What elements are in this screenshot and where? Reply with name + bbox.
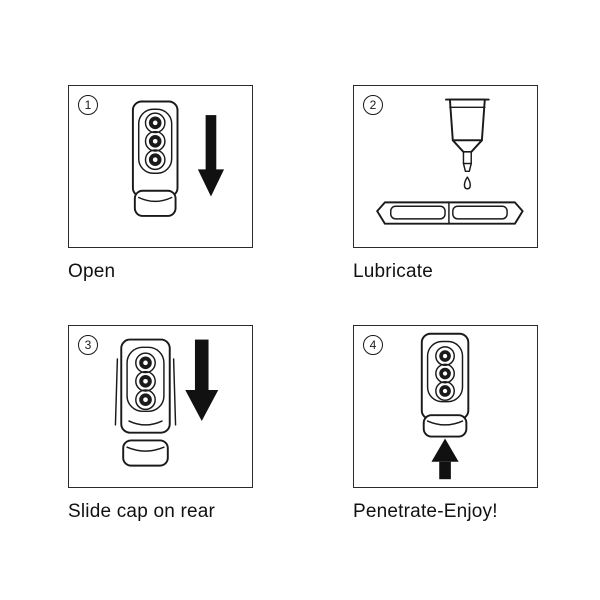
lube-drop-icon [463,176,471,190]
device-cap-down-arrow-illustration [114,338,219,467]
step-number-badge: 3 [78,335,98,355]
down-arrow-icon [185,339,219,422]
step-caption: Open [68,261,116,282]
lubricate-illustration [376,98,524,225]
up-arrow-icon [431,438,459,480]
step-panel-penetrate: 4 [353,325,540,523]
device-illustration [420,332,470,438]
down-arrow-icon [197,115,225,197]
step-frame: 4 [353,325,538,488]
slide-cap-illustration [122,439,169,467]
step-number-badge: 4 [363,335,383,355]
step-caption: Slide cap on rear [68,501,216,522]
step-number-badge: 1 [78,95,98,115]
open-case-illustration [376,201,524,225]
lube-tube-icon [445,98,490,173]
device-illustration [131,100,179,217]
device-with-down-arrow-illustration [131,100,225,217]
step-panel-open: 1 [68,85,255,283]
step-frame: 2 [353,85,538,248]
device-illustration [114,338,177,434]
step-panel-lubricate: 2 [353,85,540,283]
step-number-badge: 2 [363,95,383,115]
step-frame: 1 [68,85,253,248]
device-up-arrow-illustration [420,332,470,480]
step-caption: Penetrate-Enjoy! [353,501,498,522]
step-frame: 3 [68,325,253,488]
step-panel-slide-cap: 3 [68,325,255,523]
step-caption: Lubricate [353,261,433,282]
